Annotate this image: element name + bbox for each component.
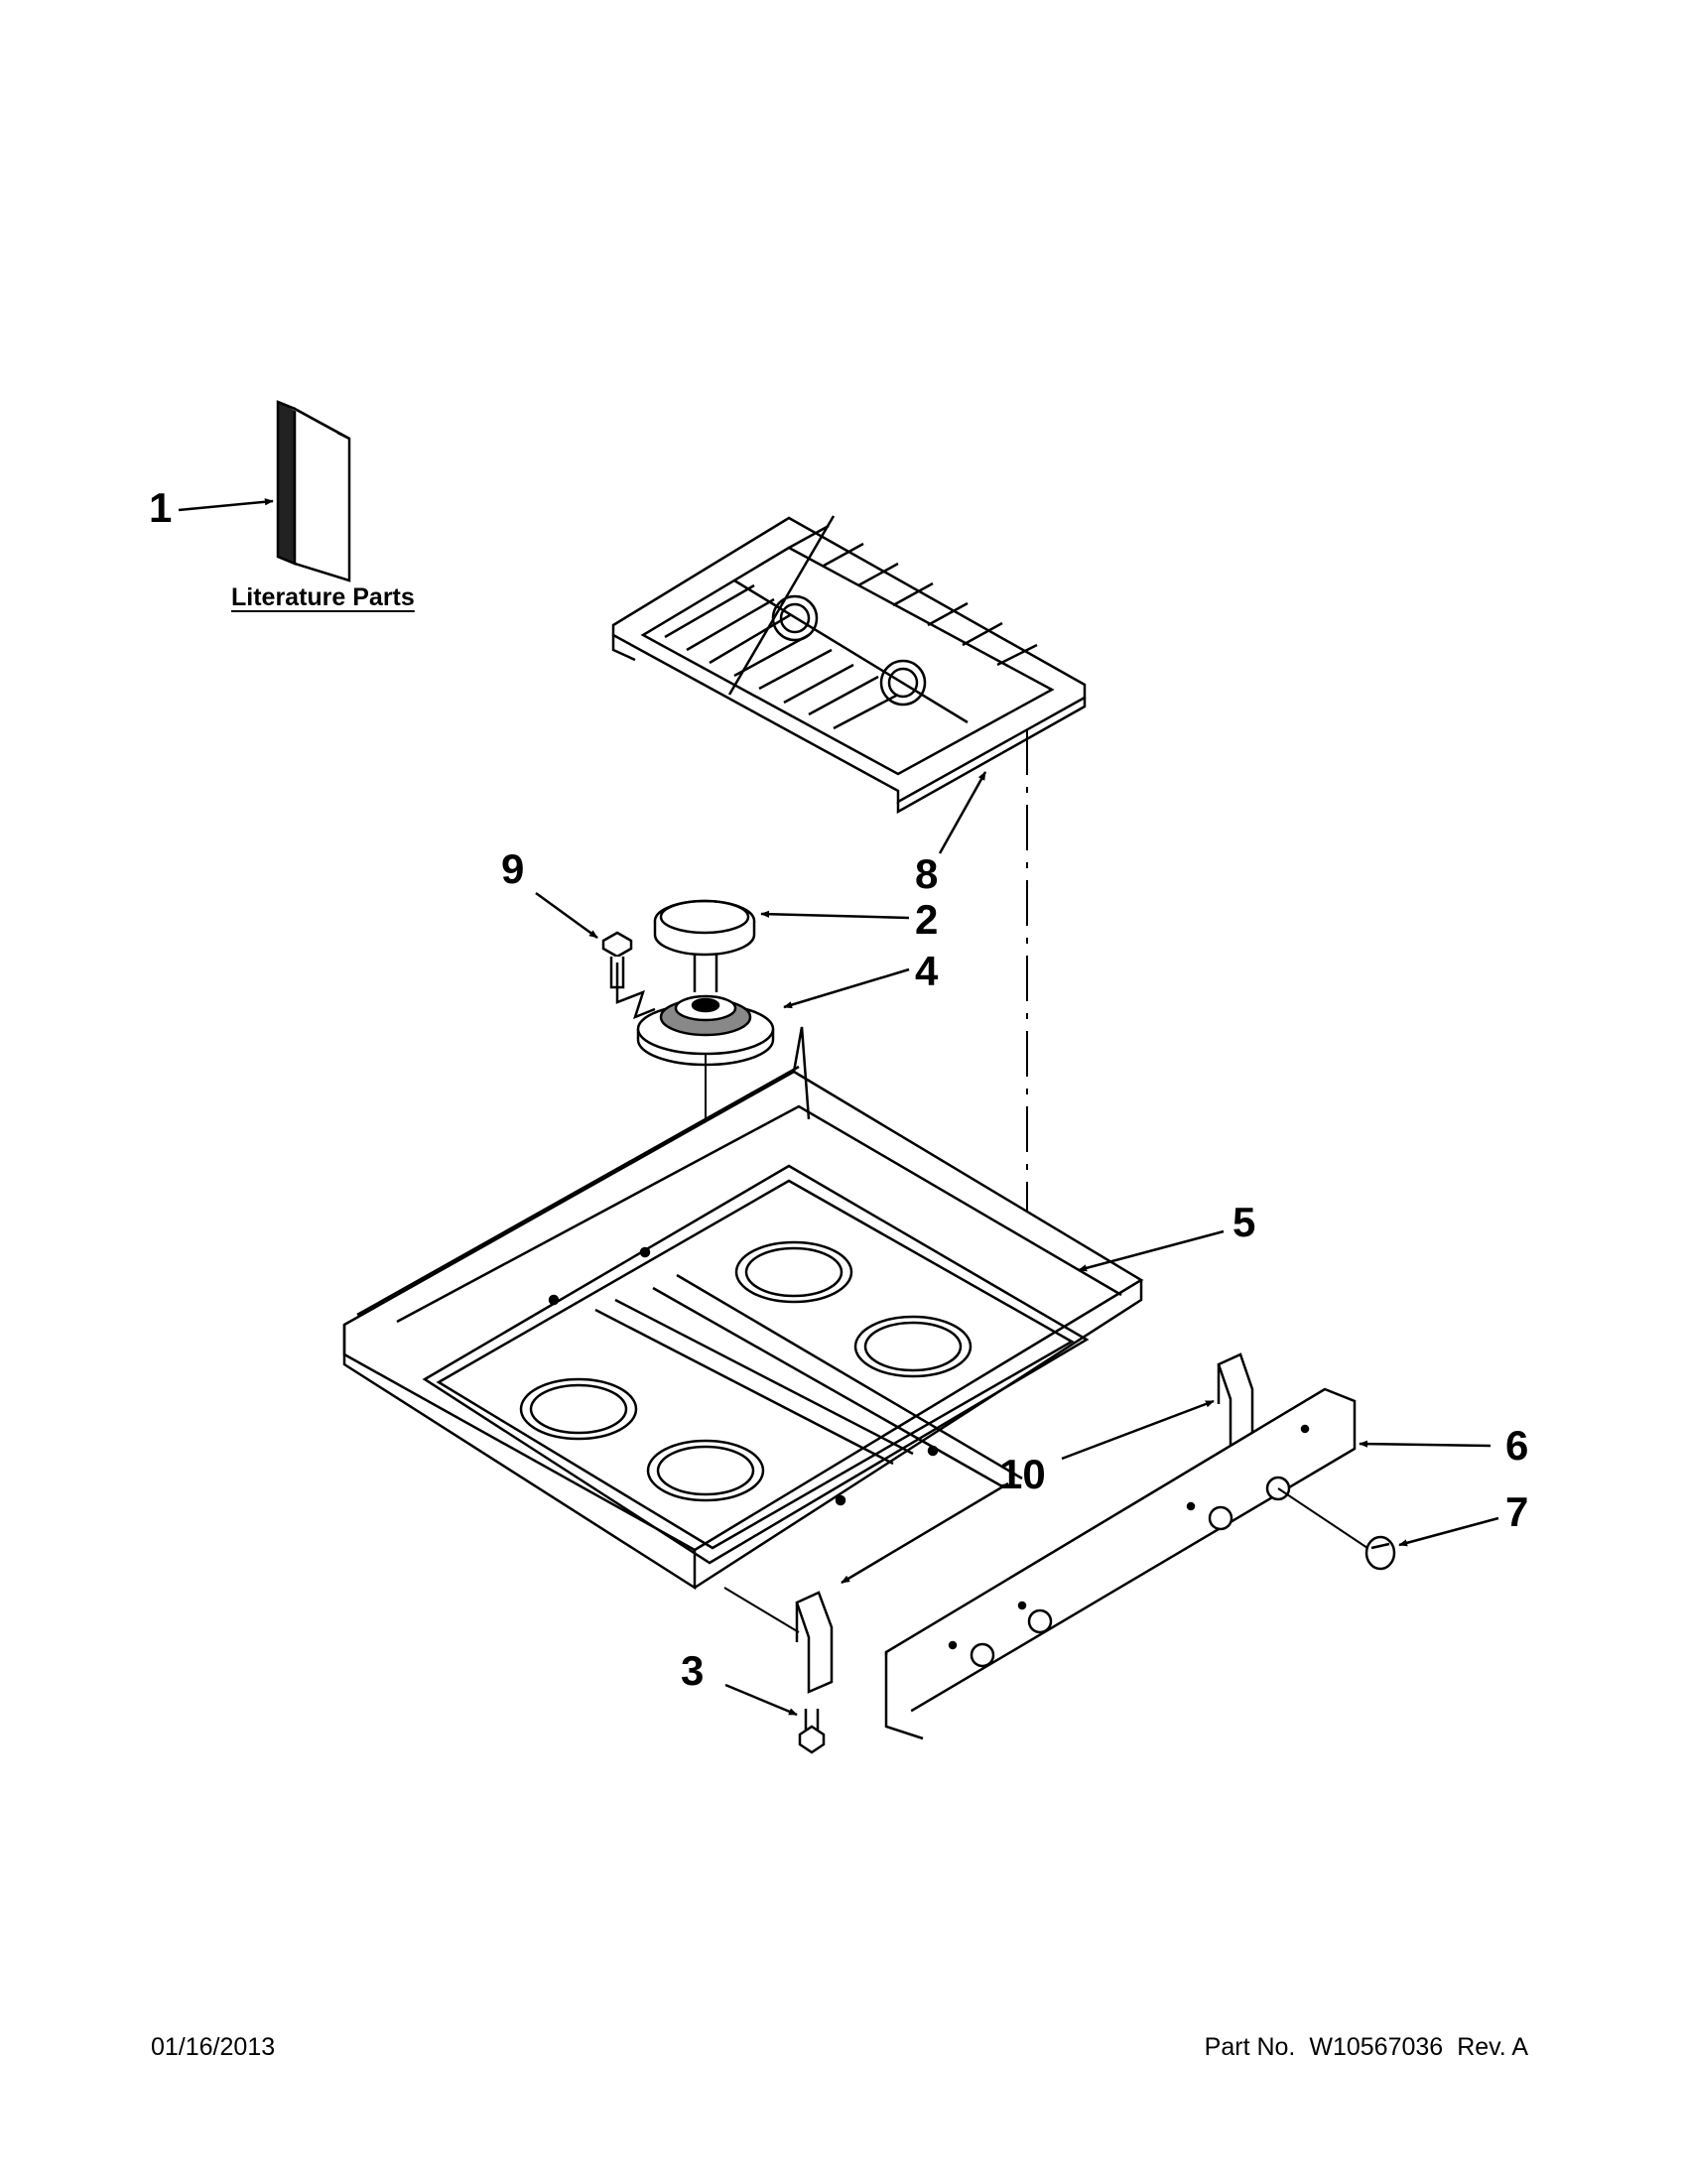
control-panel [886, 1389, 1355, 1738]
footer-date: 01/16/2013 [151, 2033, 276, 2061]
literature-parts-label: Literature Parts [231, 583, 415, 611]
part-label: Part No. [1204, 2033, 1296, 2061]
callout-4: 4 [915, 948, 939, 994]
alignment-line-bracket [724, 1588, 799, 1632]
callout-10: 10 [999, 1451, 1046, 1497]
alignment-line-knob [1278, 1488, 1367, 1548]
cooktop [344, 1027, 1141, 1588]
callout-9: 9 [501, 845, 525, 892]
callout-1: 1 [149, 484, 173, 531]
part-number: W10567036 [1309, 2033, 1444, 2061]
callout-5: 5 [1233, 1199, 1256, 1245]
burner-grate [613, 516, 1085, 812]
burner-cap [655, 901, 754, 955]
burner-screw [603, 933, 655, 1017]
callout-7: 7 [1505, 1488, 1529, 1535]
bracket-screw [800, 1709, 824, 1752]
callout-8: 8 [915, 850, 939, 897]
revision: Rev. A [1457, 2033, 1528, 2061]
burner-base [638, 955, 773, 1065]
literature-booklet [278, 402, 349, 580]
callout-3: 3 [681, 1647, 705, 1694]
footer-part-info: Part No. W10567036 Rev. A [1205, 2033, 1528, 2062]
callout-2: 2 [915, 896, 939, 943]
leader-arrows [179, 498, 1498, 1715]
callout-6: 6 [1505, 1422, 1529, 1469]
control-knob [1366, 1537, 1394, 1569]
mounting-bracket [797, 1354, 1252, 1692]
